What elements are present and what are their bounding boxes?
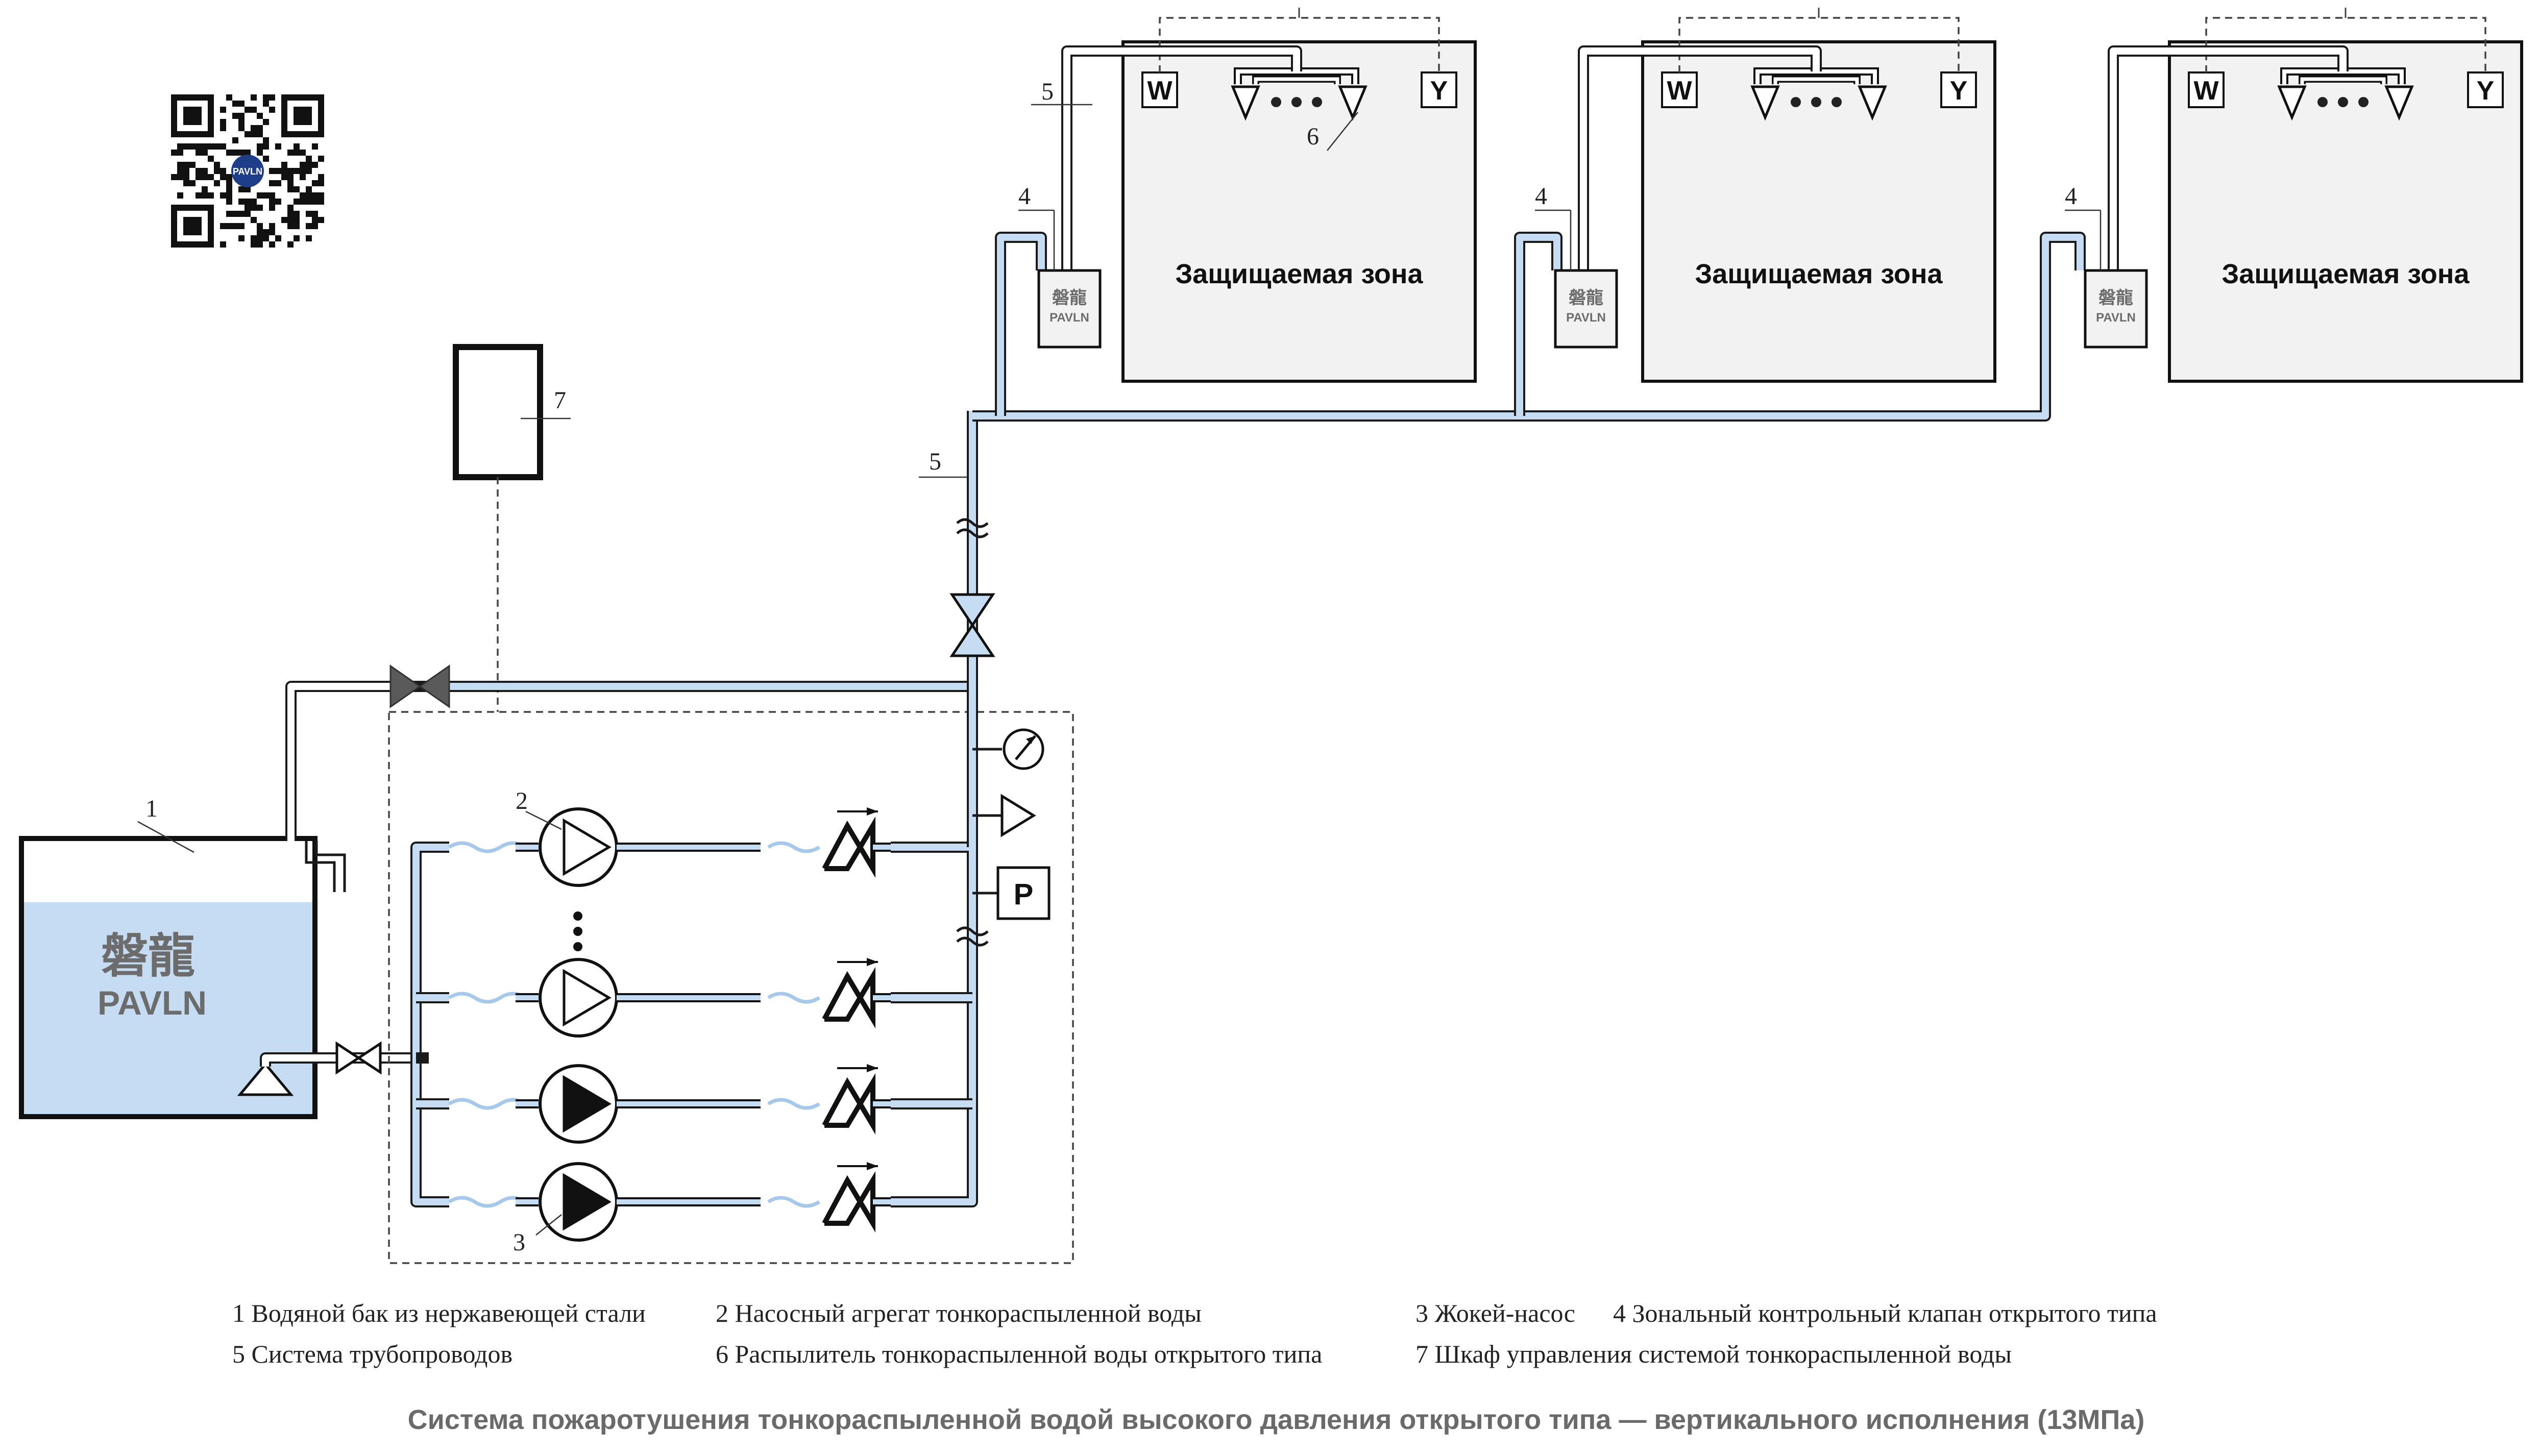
zone-label: Защищаемая зона [1695,259,1943,289]
pump-main-1 [448,807,891,887]
detector-w: W [2193,76,2219,106]
svg-text:磐龍: 磐龍 [1569,288,1603,308]
pump-rows [448,807,891,1242]
protected-zone-2: Защищаемая зона W Y 磐龍 PAVLN 4 [1535,8,1996,383]
nozzle [1750,85,1780,121]
svg-text:磐龍: 磐龍 [2098,288,2133,308]
legend-item-6: 6 Распылитель тонкораспыленной воды откр… [716,1340,1322,1368]
detector-y: Y [1950,76,1968,106]
riser-valve [949,593,995,657]
zone-control-valve: 磐龍 PAVLN [1554,269,1618,349]
tank-brand-cn: 磐龍 [101,929,195,983]
zone-control-valve: 磐龍 PAVLN [2084,269,2148,349]
detector-w: W [1667,76,1692,106]
return-valve [389,664,450,708]
legend-item-7: 7 Шкаф управления системой тонкораспылен… [1415,1340,2012,1368]
svg-text:磐龍: 磐龍 [1052,288,1087,308]
pressure-switch-label: P [1014,878,1034,911]
nozzle [2277,85,2307,121]
detector-w: W [1147,76,1173,106]
svg-text:PAVLN: PAVLN [1049,311,1089,325]
callout-4: 4 [1018,183,1031,210]
detector-y: Y [2477,76,2495,106]
check-valve [822,1064,878,1135]
legend-item-3: 3 Жокей-насос [1415,1299,1575,1327]
zone-label: Защищаемая зона [1175,259,1423,289]
detector-y: Y [1430,76,1448,106]
pump-jockey-2 [448,1162,891,1242]
svg-text:PAVLN: PAVLN [2096,311,2136,325]
nozzle [1338,85,1368,121]
diagram-caption: Система пожаротушения тонкораспыленной в… [408,1404,2145,1435]
safety-valve [972,794,1036,837]
svg-text:PAVLN: PAVLN [233,166,262,177]
suction-manifold [410,842,449,1207]
water-tank: 磐龍 PAVLN 1 [19,795,346,1119]
control-cabinet: 7 [453,344,571,480]
tank-brand-en: PAVLN [97,984,207,1022]
legend-item-2: 2 Насосный агрегат тонкораспыленной воды [716,1299,1202,1327]
protected-zone-1: Защищаемая зона W Y 磐龍 PAVLN 4 [1018,8,1477,383]
nozzle [2384,85,2414,121]
pipe-break-lower [956,926,989,947]
legend-item-1: 1 Водяной бак из нержавеющей стали [232,1299,646,1327]
callout-2: 2 [516,787,528,815]
check-valve [822,807,878,878]
svg-text:PAVLN: PAVLN [1566,311,1606,325]
zone-label: Защищаемая зона [2221,259,2470,289]
callout-3: 3 [513,1229,525,1256]
pump-skid-boundary [388,711,1074,1264]
legend-item-4: 4 Зональный контрольный клапан открытого… [1613,1299,2157,1327]
pump-main-2 [448,958,891,1038]
legend-item-5: 5 Система трубопроводов [232,1340,512,1368]
nozzle [1231,85,1260,121]
callout-4: 4 [2065,183,2077,210]
zone-control-valve: 磐龍 PAVLN [1037,269,1102,349]
callout-4: 4 [1535,183,1547,210]
pipe-break-upper [956,518,989,538]
callout-6: 6 [1307,123,1319,150]
callout-7: 7 [554,387,566,414]
distribution-main [972,232,2086,422]
tank-outlet-pipe [260,1041,429,1075]
main-riser [891,411,978,1207]
callout-1: 1 [145,795,158,822]
pump-jockey-1 [448,1064,891,1144]
pump-ellipsis [573,911,582,951]
legend: 1 Водяной бак из нержавеющей стали 2 Нас… [232,1299,2157,1368]
check-valve [822,958,878,1029]
pressure-gauge [972,728,1044,770]
return-pipe [285,681,972,841]
protected-zone-3: Защищаемая зона W Y 磐龍 PAVLN 4 [2065,8,2523,383]
callout-5-riser: 5 [929,448,941,475]
pressure-switch: P [972,866,1051,920]
nozzle [1858,85,1887,121]
check-valve [822,1162,878,1233]
qr-code: PAVLN [171,94,324,248]
callout-5-top: 5 [1041,78,1054,105]
